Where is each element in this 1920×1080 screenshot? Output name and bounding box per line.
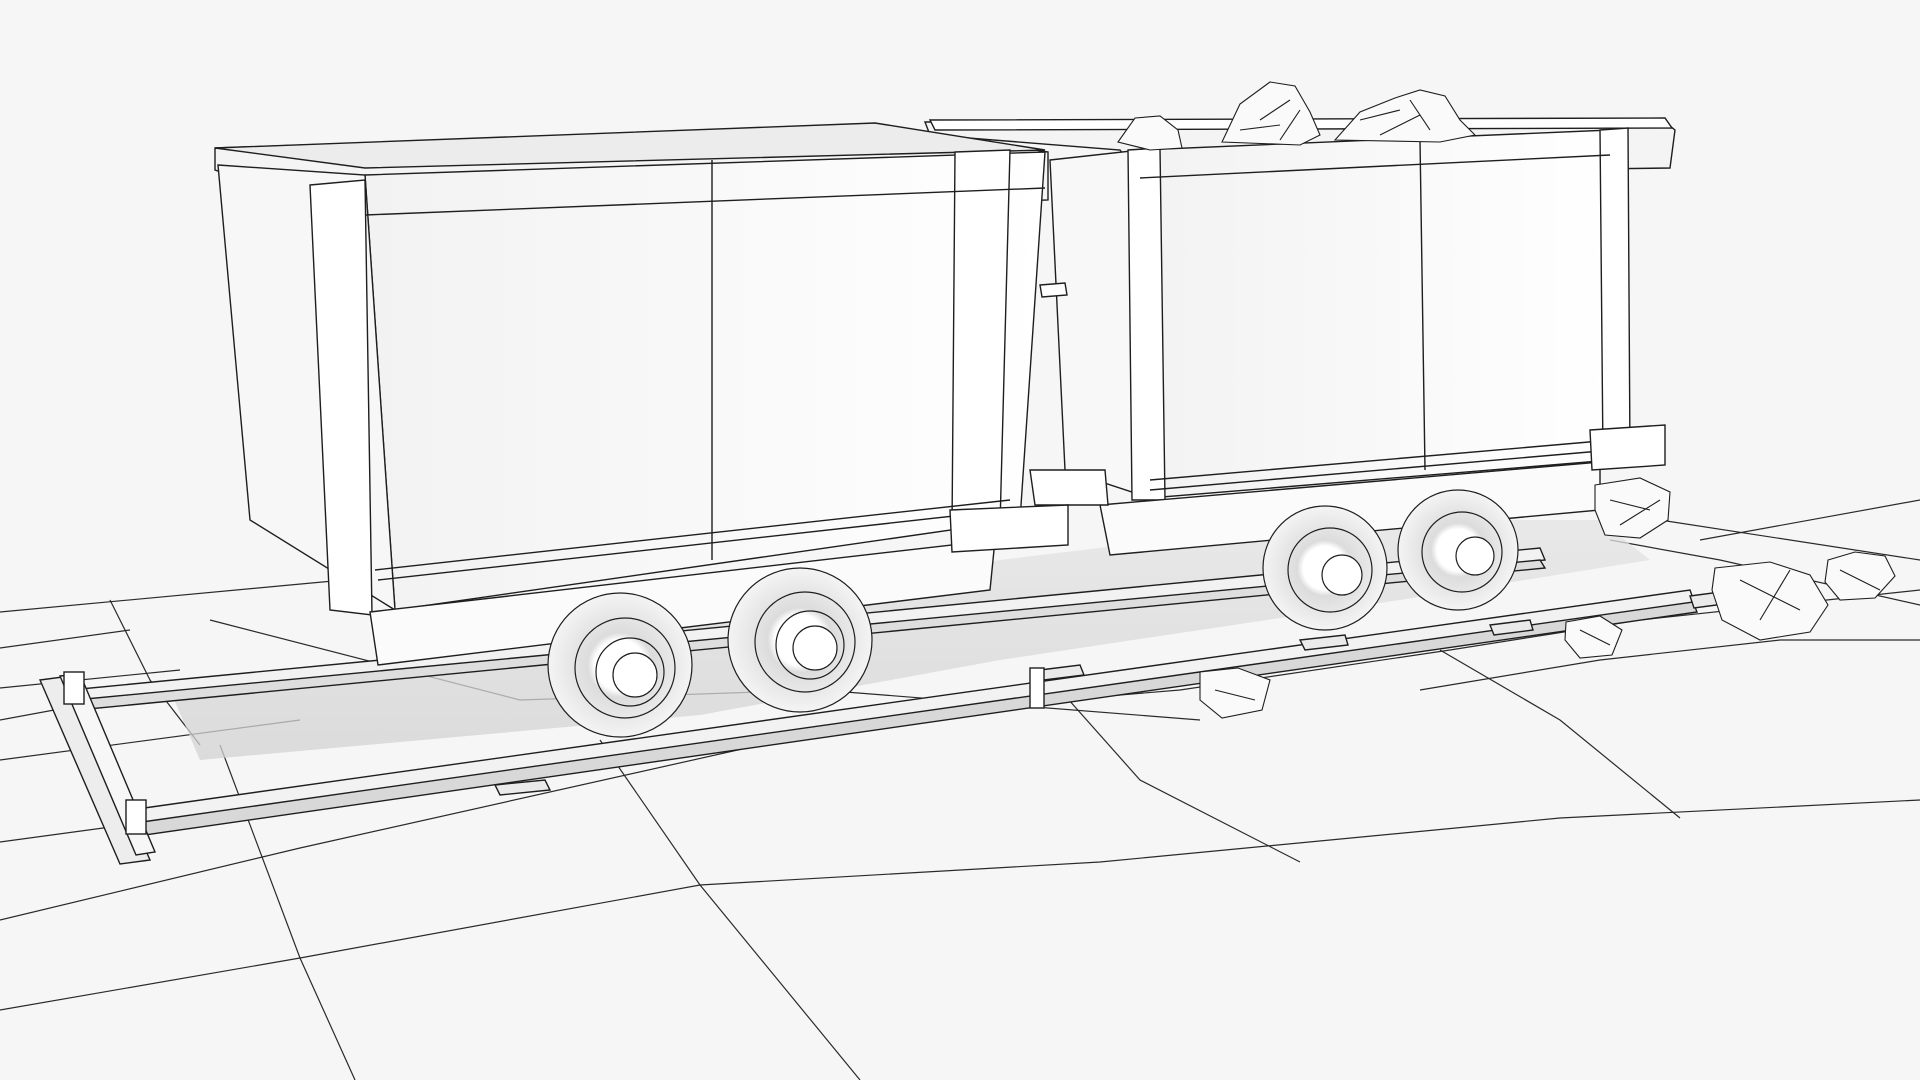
wheel-front-2 xyxy=(727,567,873,713)
mine-cart-front xyxy=(214,122,1069,666)
wheel-rear-2 xyxy=(1397,489,1519,611)
cart-wheels xyxy=(547,489,1519,738)
ore-rocks-in-cart xyxy=(1117,81,1477,151)
wheel-front-1 xyxy=(547,592,693,738)
mine-cart-rear xyxy=(923,117,1676,556)
wheel-rear-1 xyxy=(1262,505,1388,631)
ore-rocks-on-ground xyxy=(1199,477,1896,719)
